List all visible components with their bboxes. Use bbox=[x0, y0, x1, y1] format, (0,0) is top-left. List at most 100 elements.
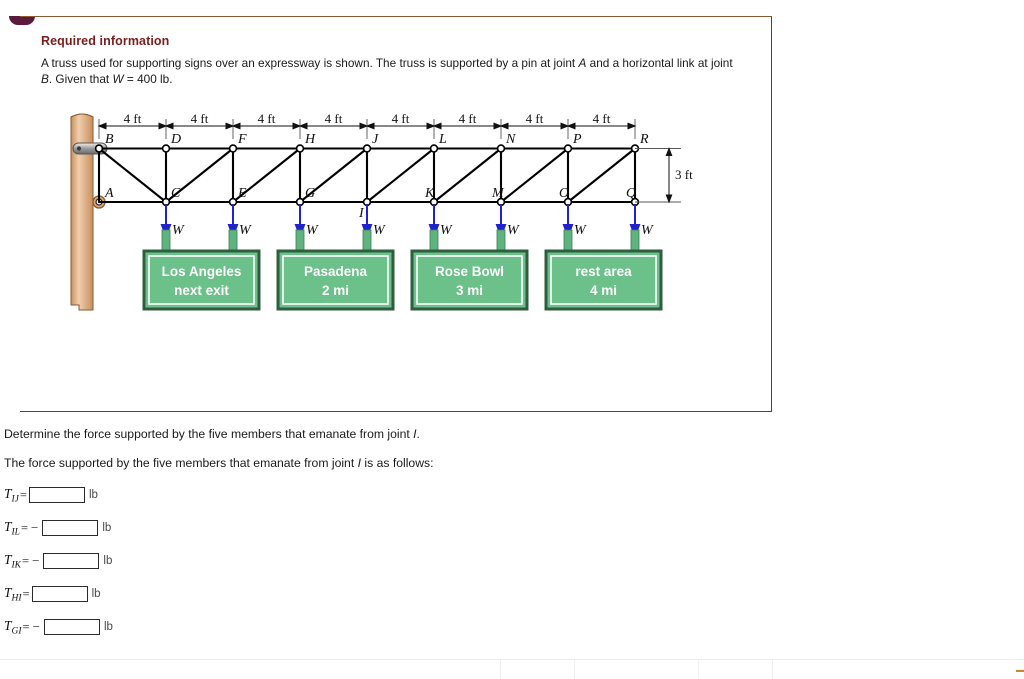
truss-figure: 4 ft 4 ft 4 ft 4 ft 4 ft 4 ft 4 ft 4 ft bbox=[41, 105, 741, 335]
svg-text:Q: Q bbox=[626, 186, 636, 201]
load-labels: W W W W W W W W bbox=[172, 223, 654, 238]
page-footer: ▬▬ bbox=[0, 659, 1024, 679]
footer-marker-icon: ▬▬ bbox=[1016, 667, 1024, 674]
svg-text:M: M bbox=[491, 186, 505, 201]
svg-text:W: W bbox=[239, 223, 252, 238]
answer-input-tgi[interactable] bbox=[43, 619, 100, 635]
svg-text:C: C bbox=[171, 186, 181, 201]
minus-sign: − bbox=[31, 520, 39, 535]
footer-divider bbox=[500, 660, 501, 679]
svg-text:W: W bbox=[440, 223, 453, 238]
svg-text:4 ft: 4 ft bbox=[258, 111, 276, 126]
equals-sign: = bbox=[20, 520, 29, 535]
dimension-span-labels: 4 ft 4 ft 4 ft 4 ft 4 ft 4 ft 4 ft 4 ft bbox=[124, 111, 611, 126]
unit-label-lb: lb bbox=[103, 621, 113, 633]
dimension-height-label: 3 ft bbox=[675, 167, 693, 182]
sign-hangers bbox=[161, 229, 640, 256]
svg-text:B: B bbox=[105, 132, 114, 147]
top-joint-labels: B D F H J L N P R bbox=[105, 132, 649, 147]
member-diagonal-mo bbox=[499, 147, 570, 204]
svg-text:4 ft: 4 ft bbox=[191, 111, 209, 126]
svg-text:4 ft: 4 ft bbox=[593, 111, 611, 126]
svg-text:K: K bbox=[424, 186, 435, 201]
svg-text:R: R bbox=[639, 132, 649, 147]
highway-signs: Los Angeles next exit Pasadena 2 mi Rose… bbox=[142, 249, 663, 311]
member-diagonal-eg bbox=[231, 147, 302, 204]
sign-board: Rose Bowl 3 mi bbox=[410, 249, 529, 311]
minus-sign: − bbox=[32, 553, 40, 568]
svg-text:W: W bbox=[306, 223, 319, 238]
minus-sign: − bbox=[32, 619, 40, 634]
svg-text:2 mi: 2 mi bbox=[322, 283, 349, 298]
unit-label-lb: lb bbox=[102, 522, 112, 534]
member-diagonal-km bbox=[432, 147, 503, 204]
answer-label-tik: TIK bbox=[4, 551, 22, 571]
svg-text:W: W bbox=[574, 223, 587, 238]
member-diagonal-bc bbox=[97, 147, 168, 204]
svg-text:4 ft: 4 ft bbox=[459, 111, 477, 126]
svg-text:I: I bbox=[358, 206, 365, 221]
dimension-line-vertical bbox=[635, 148, 681, 203]
answer-row-tij: TIJ = lb bbox=[4, 485, 98, 505]
answer-row-thi: THI = lb bbox=[4, 584, 101, 604]
svg-text:N: N bbox=[505, 132, 516, 147]
answer-label-til: TIL bbox=[4, 518, 20, 538]
footer-divider bbox=[574, 660, 575, 679]
problem-text-part1: A truss used for supporting signs over a… bbox=[41, 56, 579, 70]
answer-row-tik: TIK = − lb bbox=[4, 551, 112, 571]
svg-text:Los Angeles: Los Angeles bbox=[162, 264, 242, 279]
truss-diagram: 4 ft 4 ft 4 ft 4 ft 4 ft 4 ft 4 ft 4 ft bbox=[70, 111, 693, 311]
panel-tab-marker bbox=[9, 16, 35, 25]
problem-statement: A truss used for supporting signs over a… bbox=[41, 56, 741, 87]
svg-text:3 mi: 3 mi bbox=[456, 283, 483, 298]
answer-row-tgi: TGI = − lb bbox=[4, 617, 113, 637]
svg-text:4 ft: 4 ft bbox=[325, 111, 343, 126]
svg-text:W: W bbox=[172, 223, 185, 238]
svg-text:H: H bbox=[304, 132, 316, 147]
dimension-arrows-vertical bbox=[665, 147, 673, 204]
sign-board: Los Angeles next exit bbox=[142, 249, 261, 311]
load-symbol-w: W bbox=[112, 71, 124, 86]
svg-text:L: L bbox=[438, 132, 447, 147]
member-diagonal-oq bbox=[566, 147, 637, 204]
footer-divider bbox=[772, 660, 773, 679]
answer-input-til[interactable] bbox=[42, 520, 99, 536]
required-information-panel bbox=[20, 16, 772, 412]
equals-sign: = bbox=[22, 553, 30, 568]
footer-divider bbox=[698, 660, 699, 679]
problem-text-part3: . Given that bbox=[48, 71, 113, 86]
support-post bbox=[70, 113, 94, 311]
svg-text:4 ft: 4 ft bbox=[124, 111, 142, 126]
svg-text:A: A bbox=[104, 186, 114, 201]
svg-text:O: O bbox=[559, 186, 569, 201]
sign-board: Pasadena 2 mi bbox=[276, 249, 395, 311]
answer-label-tij: TIJ bbox=[4, 485, 19, 505]
svg-text:D: D bbox=[170, 132, 181, 147]
svg-text:W: W bbox=[507, 223, 520, 238]
answer-lead-in: The force supported by the five members … bbox=[4, 456, 434, 470]
answer-lead-joint: I bbox=[357, 456, 362, 470]
member-diagonal-ik bbox=[365, 147, 436, 204]
problem-text-part2: and a horizontal link at joint bbox=[586, 56, 733, 70]
equals-sign: = bbox=[22, 586, 30, 601]
answer-input-thi[interactable] bbox=[31, 586, 88, 602]
answer-input-tik[interactable] bbox=[43, 553, 100, 569]
equals-sign: = bbox=[19, 487, 27, 502]
equals-sign: = bbox=[22, 619, 30, 634]
sign-board: rest area 4 mi bbox=[544, 249, 663, 311]
svg-text:rest area: rest area bbox=[575, 264, 632, 279]
svg-text:W: W bbox=[641, 223, 654, 238]
answer-row-til: TIL = − lb bbox=[4, 518, 111, 538]
svg-text:4 ft: 4 ft bbox=[392, 111, 410, 126]
unit-label-lb: lb bbox=[88, 489, 98, 501]
svg-text:4 mi: 4 mi bbox=[590, 283, 617, 298]
joint-a-label: A bbox=[578, 56, 587, 70]
answer-label-tgi: TGI bbox=[4, 617, 22, 637]
unit-label-lb: lb bbox=[103, 555, 113, 567]
required-information-title: Required information bbox=[41, 34, 170, 48]
answer-input-tij[interactable] bbox=[28, 487, 85, 503]
svg-text:Pasadena: Pasadena bbox=[304, 264, 368, 279]
dimension-arrows-horizontal bbox=[97, 122, 637, 130]
answer-lead-text2: is as follows: bbox=[361, 456, 434, 470]
svg-text:E: E bbox=[237, 186, 247, 201]
